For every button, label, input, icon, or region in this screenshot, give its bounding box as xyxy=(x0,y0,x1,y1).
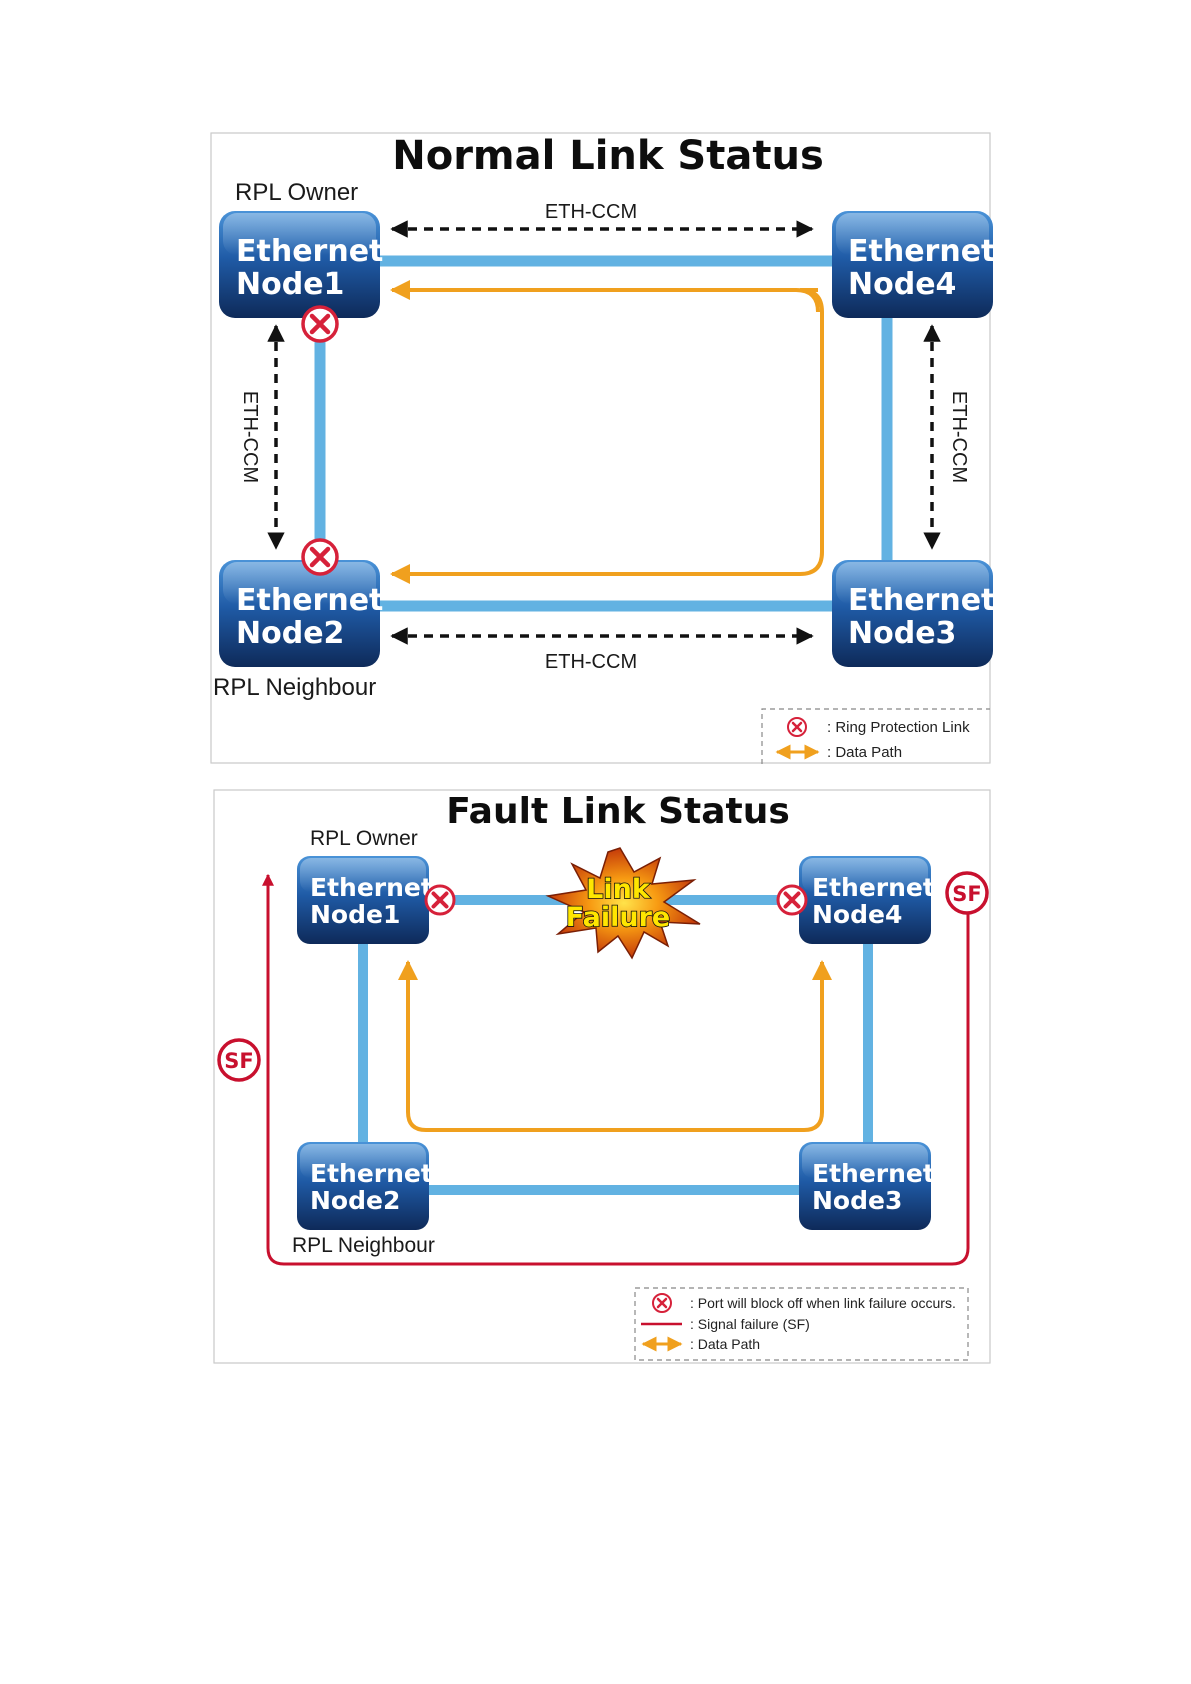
sf-badge-left-text: SF xyxy=(224,1049,253,1073)
rpl-block-x-icon-node1 xyxy=(301,305,339,343)
eth-ccm-label-bottom: ETH-CCM xyxy=(545,651,637,673)
fault-node4-line1: Ethernet xyxy=(812,873,935,902)
legend-fault-data-path-text: : Data Path xyxy=(690,1336,760,1352)
normal-node2-line1: Ethernet xyxy=(236,583,383,618)
fault-node1-line1: Ethernet xyxy=(310,873,433,902)
link-failure-burst-icon: Link Failure xyxy=(545,847,701,960)
fault-node3-line1: Ethernet xyxy=(812,1159,935,1188)
normal-ring-links xyxy=(314,255,893,612)
link-failure-text-line1: Link xyxy=(586,874,651,905)
fault-node2-line1: Ethernet xyxy=(310,1159,433,1188)
legend-rpl-text: : Ring Protection Link xyxy=(827,719,970,736)
eth-ccm-label-right: ETH-CCM xyxy=(948,391,970,483)
fault-node4: Ethernet Node4 xyxy=(799,856,935,944)
blocked-port-x-icon-node1 xyxy=(424,884,456,916)
normal-rpl-neighbour-label: RPL Neighbour xyxy=(213,674,376,701)
eth-ccm-label-left: ETH-CCM xyxy=(239,391,261,483)
legend-blocked-text: : Port will block off when link failure … xyxy=(690,1295,956,1311)
legend-x-icon xyxy=(787,717,807,737)
normal-node2-line2: Node2 xyxy=(236,616,344,651)
normal-node1: Ethernet Node1 xyxy=(219,211,383,318)
normal-node3-line1: Ethernet xyxy=(848,583,995,618)
rpl-block-x-icon-node2 xyxy=(301,538,339,576)
fault-title: Fault Link Status xyxy=(446,791,790,832)
fault-link-status-panel: Fault Link Status SF SF RPL Owner RPL Ne… xyxy=(213,789,991,1364)
normal-node2: Ethernet Node2 xyxy=(219,560,383,667)
link-failure-text-line2: Failure xyxy=(566,902,670,933)
normal-title: Normal Link Status xyxy=(392,133,824,179)
normal-node1-line2: Node1 xyxy=(236,267,344,302)
fault-node2: Ethernet Node2 xyxy=(297,1142,433,1230)
normal-node4: Ethernet Node4 xyxy=(832,211,995,318)
sf-badge-left: SF xyxy=(217,1038,261,1082)
normal-node4-line2: Node4 xyxy=(848,267,956,302)
legend-data-path-text: : Data Path xyxy=(827,744,902,761)
normal-node4-line1: Ethernet xyxy=(848,234,995,269)
fault-node2-line2: Node2 xyxy=(310,1186,400,1215)
fault-node3: Ethernet Node3 xyxy=(799,1142,935,1230)
legend-sf-text: : Signal failure (SF) xyxy=(690,1316,810,1332)
fault-rpl-owner-label: RPL Owner xyxy=(310,827,418,850)
fault-node3-line2: Node3 xyxy=(812,1186,902,1215)
signal-failure-path xyxy=(262,873,970,1266)
fault-rpl-neighbour-label: RPL Neighbour xyxy=(292,1234,435,1257)
normal-legend: : Ring Protection Link : Data Path xyxy=(761,708,990,764)
fault-data-path xyxy=(398,960,832,1132)
normal-node3-line2: Node3 xyxy=(848,616,956,651)
normal-node3: Ethernet Node3 xyxy=(832,560,995,667)
eth-ccm-label-top: ETH-CCM xyxy=(545,201,637,223)
sf-badge-right: SF xyxy=(945,871,989,915)
fault-node1: Ethernet Node1 xyxy=(297,856,433,944)
normal-data-path-upper xyxy=(390,280,820,313)
normal-eth-ccm-arrows xyxy=(267,220,941,645)
fault-legend: : Port will block off when link failure … xyxy=(634,1287,969,1361)
legend-blocked-x-icon xyxy=(652,1293,672,1313)
fault-node4-line2: Node4 xyxy=(812,900,902,929)
blocked-port-x-icon-node4 xyxy=(776,884,808,916)
fault-node1-line2: Node1 xyxy=(310,900,400,929)
normal-link-status-panel: Normal Link Status ETH-CCM ETH-CCM ETH-C… xyxy=(210,132,995,764)
normal-node1-line1: Ethernet xyxy=(236,234,383,269)
sf-badge-right-text: SF xyxy=(952,882,981,906)
normal-rpl-owner-label: RPL Owner xyxy=(235,179,358,206)
